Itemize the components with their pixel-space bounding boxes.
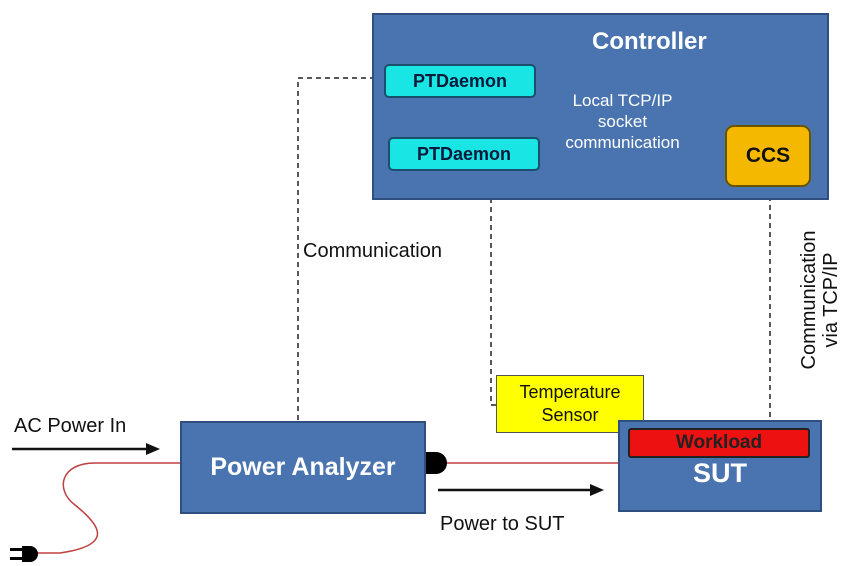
- wall-plug-icon: [10, 546, 38, 562]
- analyzer-plug-icon: [426, 452, 447, 474]
- power-to-sut-label: Power to SUT: [440, 513, 565, 535]
- temperature-sensor-box: Temperature Sensor: [496, 375, 644, 433]
- local-tcpip-line2: socket: [597, 112, 648, 131]
- power-cable-input: [32, 462, 180, 554]
- sut-label: SUT: [693, 458, 747, 488]
- power-cable-input-inner: [32, 464, 180, 557]
- tcpip-line1: Communication: [798, 230, 820, 370]
- dashed-link-ptdaemon-power-analyzer: [297, 77, 384, 421]
- ptdaemon-top: PTDaemon: [384, 64, 536, 98]
- power-analyzer-box: Power Analyzer: [180, 421, 426, 514]
- tcpip-communication-label: Communication via TCP/IP: [798, 210, 842, 390]
- tcpip-line2: via TCP/IP: [820, 252, 842, 348]
- local-tcpip-label: Local TCP/IP socket communication: [545, 90, 700, 153]
- communication-label: Communication: [303, 240, 442, 262]
- power-to-sut-arrowhead: [590, 484, 604, 496]
- local-tcpip-line1: Local TCP/IP: [572, 91, 673, 110]
- temperature-sensor-line2: Sensor: [541, 405, 599, 425]
- dashed-link-ptdaemon-temp-sensor: [490, 171, 496, 406]
- temperature-sensor-line1: Temperature: [519, 382, 621, 402]
- ac-power-in-label: AC Power In: [14, 415, 127, 437]
- ccs-box: CCS: [725, 125, 811, 187]
- ac-power-in-arrowhead: [146, 443, 160, 455]
- ptdaemon-bottom: PTDaemon: [388, 137, 540, 171]
- controller-title: Controller: [592, 28, 707, 55]
- local-tcpip-line3: communication: [565, 133, 680, 152]
- workload-box: Workload: [628, 428, 810, 458]
